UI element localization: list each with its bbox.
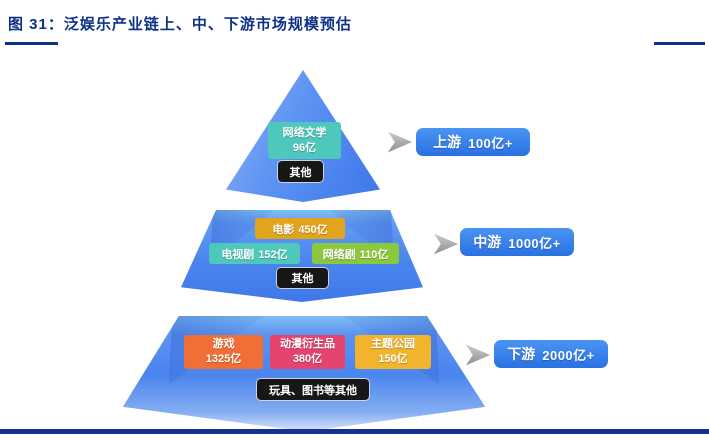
segment-value: 1325亿	[205, 353, 242, 365]
segment-other-midstream: 其他	[277, 268, 328, 288]
stage-badge-midstream: 中游 1000亿+	[460, 228, 574, 256]
segment-label: 电视剧	[221, 248, 255, 261]
stage-label: 下游	[507, 346, 536, 362]
segment-web-drama: 网络剧 110亿	[312, 243, 399, 264]
segment-movie: 电影 450亿	[255, 218, 345, 239]
segment-value: 110亿	[359, 248, 389, 261]
title-underline	[5, 42, 58, 45]
stage-label: 上游	[433, 134, 462, 150]
segment-label: 玩具、图书等其他	[269, 384, 357, 397]
segment-theme-park: 主题公园 150亿	[355, 335, 431, 369]
header-rule-right	[654, 42, 705, 45]
stage-label: 中游	[473, 234, 502, 250]
stage-total: 1000亿+	[508, 235, 561, 251]
segment-anime-derivatives: 动漫衍生品 380亿	[270, 335, 345, 369]
midstream-arrow-icon	[433, 233, 459, 255]
segment-tv-drama: 电视剧 152亿	[209, 243, 300, 264]
segment-label: 其他	[291, 273, 314, 285]
segment-value: 450亿	[298, 223, 328, 236]
segment-label: 网络剧	[322, 248, 356, 261]
segment-label: 网络文学	[282, 126, 327, 139]
segment-label: 其他	[289, 166, 312, 179]
stage-total: 100亿+	[468, 135, 513, 151]
segment-value: 380亿	[292, 353, 323, 365]
segment-label: 电影	[272, 223, 295, 236]
segment-other-upstream: 其他	[278, 161, 323, 182]
bottom-rule	[0, 429, 709, 434]
pyramid-tier-downstream	[122, 316, 486, 432]
segment-other-downstream: 玩具、图书等其他	[257, 379, 369, 400]
segment-label: 主题公园	[371, 338, 415, 350]
segment-value: 96亿	[292, 141, 317, 154]
upstream-arrow-icon	[387, 131, 413, 153]
segment-label: 动漫衍生品	[280, 338, 335, 350]
stage-badge-downstream: 下游 2000亿+	[494, 340, 608, 368]
segment-game: 游戏 1325亿	[184, 335, 263, 369]
downstream-arrow-icon	[465, 344, 491, 366]
stage-total: 2000亿+	[542, 347, 595, 363]
page-title: 图 31：泛娱乐产业链上、中、下游市场规模预估	[8, 16, 352, 33]
segment-label: 游戏	[212, 338, 235, 350]
segment-value: 152亿	[258, 248, 288, 261]
segment-value: 150亿	[378, 353, 408, 365]
segment-online-literature: 网络文学 96亿	[268, 122, 341, 159]
stage-badge-upstream: 上游 100亿+	[416, 128, 530, 156]
